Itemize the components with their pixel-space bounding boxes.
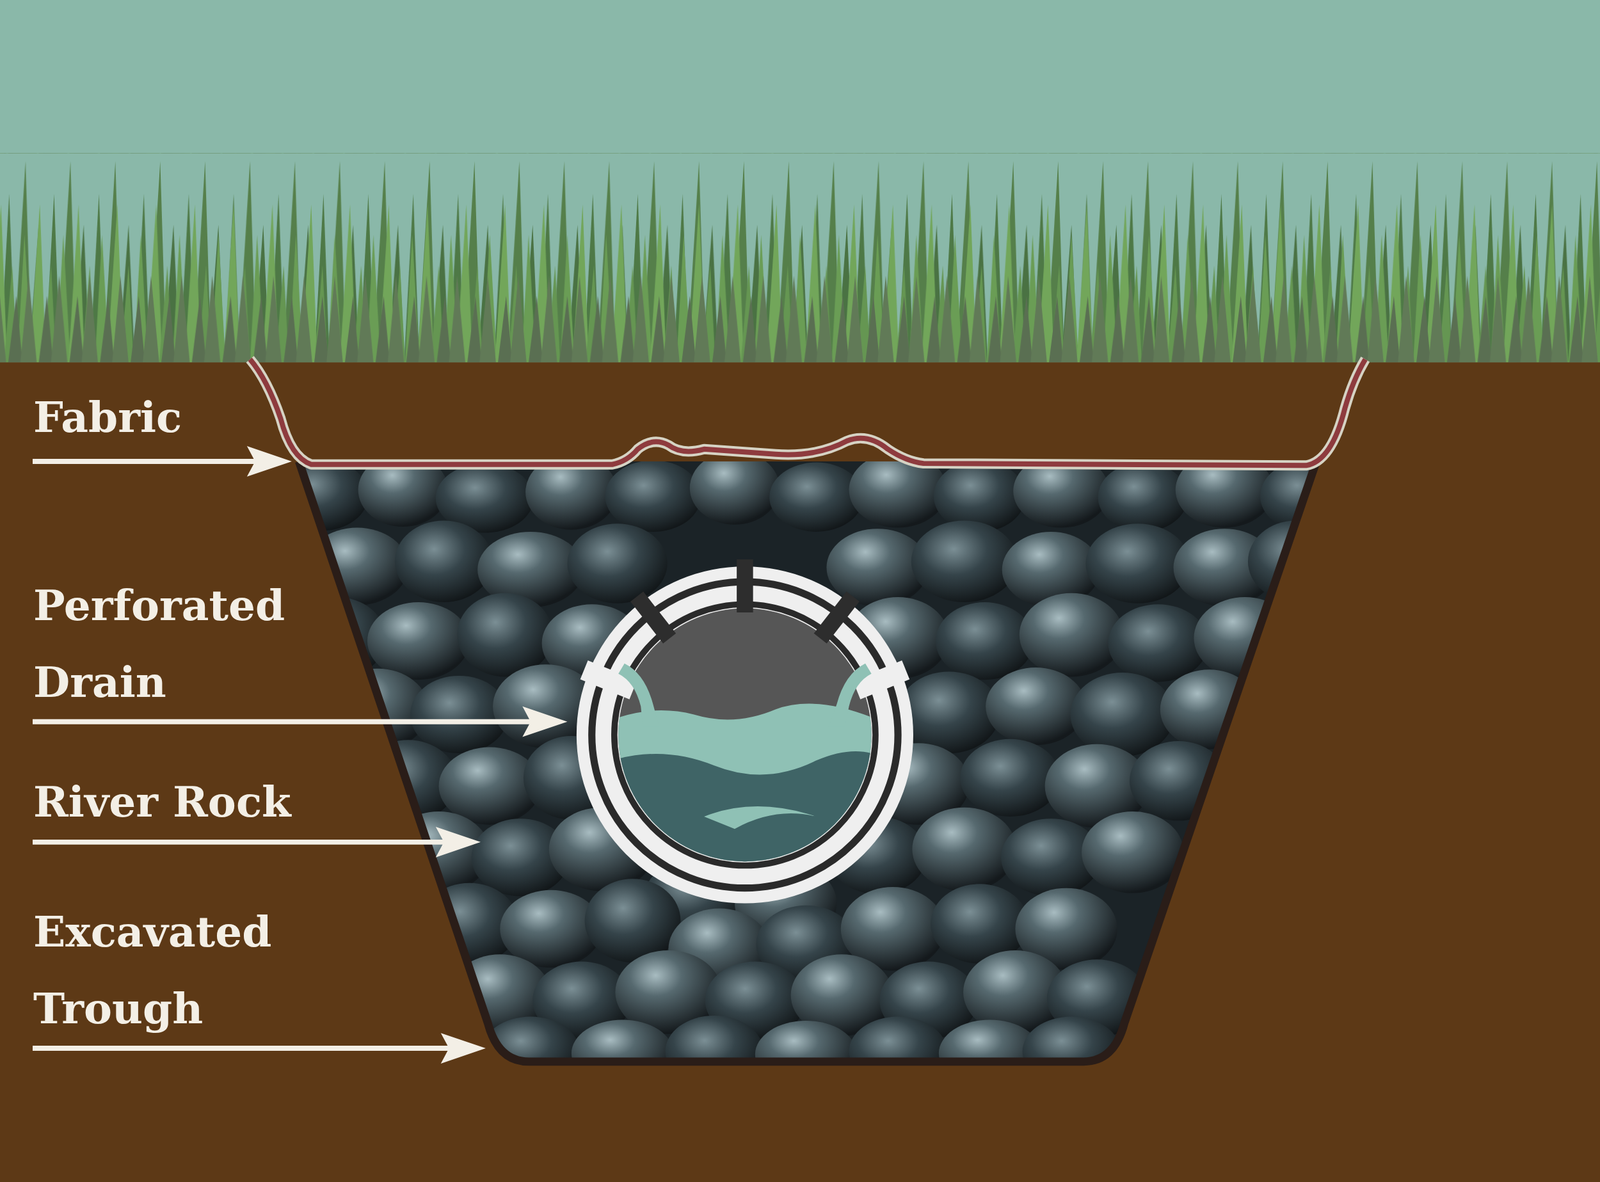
perforation [630, 591, 676, 644]
rock [912, 807, 1017, 892]
fabric-outline [250, 359, 1366, 466]
water-inflow [828, 663, 872, 728]
arrowhead [247, 446, 292, 477]
rock [584, 878, 681, 963]
rock [604, 460, 701, 532]
rock [410, 675, 509, 754]
rock [755, 1020, 857, 1088]
leader-line [32, 458, 276, 464]
rock [367, 602, 470, 680]
rock [1070, 672, 1176, 757]
water-swirl [704, 806, 816, 829]
fabric [250, 359, 1366, 466]
part-label: Fabric [33, 378, 379, 456]
part-label: River Rock [33, 763, 379, 841]
rock-gap [285, 449, 1327, 1072]
sky [0, 0, 1600, 368]
rock [1081, 811, 1184, 894]
rock [985, 667, 1086, 745]
rock [456, 593, 553, 678]
rock [960, 739, 1060, 817]
rock [481, 1016, 580, 1087]
water-inflow [618, 663, 660, 728]
leader-arrows [32, 446, 568, 1064]
arrowhead [440, 1032, 486, 1064]
rock [849, 1016, 948, 1087]
rock [1019, 593, 1124, 678]
perforation [814, 591, 860, 644]
rock [1108, 604, 1209, 682]
grass-mid [0, 152, 1600, 364]
perforated-drain-pipe [576, 559, 914, 904]
arrowhead [522, 706, 568, 738]
pipe-ring [592, 581, 898, 888]
leader-line [32, 1045, 470, 1051]
pipe-outer [576, 566, 914, 904]
rock [689, 451, 780, 525]
part-label: Excavated Trough [33, 893, 379, 1048]
part-label: Perforated Drain [33, 567, 379, 721]
grass-back [0, 152, 1600, 364]
arrowhead [435, 826, 481, 858]
rock [911, 520, 1018, 603]
water [612, 704, 879, 879]
rock [1098, 462, 1188, 532]
rock [571, 1019, 674, 1087]
river-rock-fill [274, 449, 1353, 1088]
rock [665, 1015, 764, 1088]
water-deep [612, 751, 879, 879]
grass-front [0, 152, 1600, 364]
soil [0, 362, 1600, 1182]
rock [933, 460, 1026, 532]
rock [394, 520, 493, 603]
rock [769, 462, 864, 532]
rock [567, 523, 667, 603]
rock [897, 672, 1000, 754]
perforation [736, 559, 754, 613]
leader-line [32, 719, 552, 725]
rock [935, 602, 1034, 680]
leader-line [32, 839, 464, 845]
trench-outline [298, 461, 1317, 1062]
